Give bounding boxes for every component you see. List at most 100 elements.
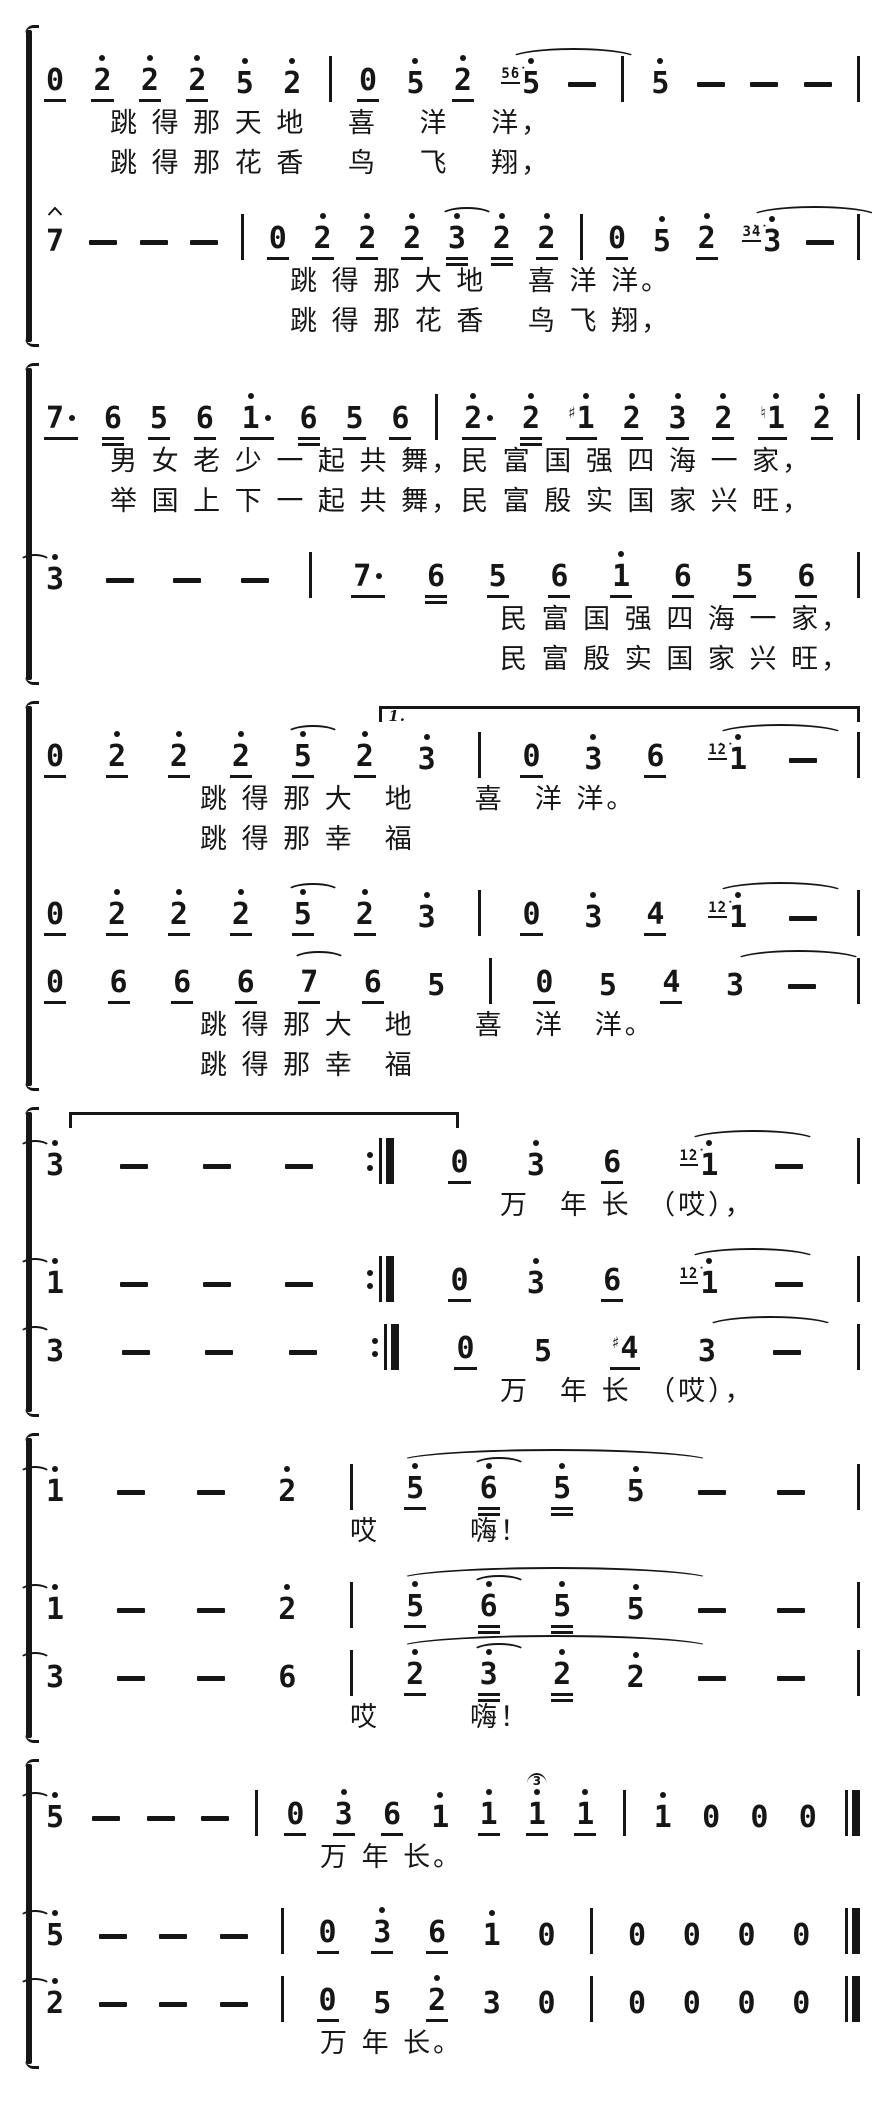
lyric-line: 哎 嗨！ <box>110 1516 530 1547</box>
duration-dash-icon <box>789 758 818 763</box>
note-number: 2 <box>358 213 377 256</box>
note: 2 <box>520 393 543 446</box>
rest-note: 0 <box>536 1989 558 2022</box>
octave-dot-icon <box>423 734 430 740</box>
note: 1̇2̇1 <box>678 1248 817 1302</box>
note-number: 0 <box>683 1989 701 2019</box>
octave-dot-icon <box>361 731 368 737</box>
note-digit: 2 <box>522 401 541 436</box>
octave-dot-icon <box>361 889 368 895</box>
lyric-line: 跳 得 那 花 香 鸟 飞 翔， <box>110 306 672 337</box>
note-number: 6 <box>391 404 409 434</box>
note-number: 5 <box>373 1989 391 2019</box>
note-number: 5 <box>627 1466 645 1507</box>
note-digit: 6 <box>550 559 569 594</box>
duration-dash-icon <box>202 1282 231 1287</box>
lyric-line: 跳 得 那 幸 福 <box>110 1050 415 1081</box>
note: 6 <box>471 1457 526 1516</box>
tie-right-icon <box>705 1316 835 1338</box>
note-digit: 5 <box>488 559 507 594</box>
note-number: 1 <box>729 734 747 775</box>
duration-dash-icon <box>190 240 219 245</box>
note-number: 3 <box>584 892 602 933</box>
note-number: 5 <box>522 58 541 101</box>
note-digit: 5 <box>46 1918 65 1953</box>
note-number: 0 <box>46 968 64 998</box>
note-number: 1 <box>576 1789 594 1830</box>
lyric-line: 跳 得 那 天 地 喜 洋 洋， <box>110 108 552 139</box>
barline-icon <box>255 1790 259 1836</box>
note-digit: 0 <box>46 897 65 932</box>
note-number: 2 <box>698 213 716 254</box>
note: 6 <box>101 404 125 446</box>
lyric-line: 民 富 殷 实 国 家 兴 旺， <box>110 644 852 675</box>
rest-note: 0 <box>735 1921 757 1954</box>
note-number: 5 <box>406 58 425 99</box>
note: ♯1 <box>565 393 597 440</box>
note-number: 6 <box>550 562 568 592</box>
grace-notes: 1̇2̇ <box>708 742 728 760</box>
note-number: 2 <box>231 889 250 932</box>
note: 2 <box>19 1978 66 2022</box>
octave-dot-icon <box>773 393 780 399</box>
note-digit: 3 <box>479 1657 498 1692</box>
note: 2 <box>695 213 718 260</box>
lyric-line: 跳 得 那 大 地 喜 洋 洋。 <box>110 784 637 815</box>
rest-note: 0 <box>44 897 67 936</box>
note: 6 <box>601 1148 624 1184</box>
note-number: 6 <box>383 1800 401 1830</box>
note-digit: 2 <box>107 739 126 774</box>
note-number: 2 <box>170 731 188 772</box>
note: 5 <box>733 562 756 598</box>
note-number: 1 <box>767 393 785 434</box>
octave-dot-icon <box>175 731 182 737</box>
note: 2 <box>311 213 334 260</box>
note-number: 2 <box>314 213 332 254</box>
rest-note: 0 <box>797 1803 819 1836</box>
note-number: 0 <box>286 1800 304 1830</box>
note-digit: 2 <box>622 401 641 436</box>
octave-dot-icon <box>485 1789 492 1795</box>
barline-icon <box>280 1976 284 2022</box>
note: 3̇4̇3 <box>740 206 872 260</box>
note-number: 3 <box>418 892 436 933</box>
octave-dot-icon <box>590 734 597 740</box>
octave-dot-icon <box>412 1649 419 1655</box>
note: 2 <box>353 731 376 778</box>
note-digit: 2 <box>428 1983 447 2018</box>
note-digit: 2 <box>358 221 377 256</box>
octave-dot-icon <box>340 1789 347 1795</box>
barline-icon <box>308 552 312 598</box>
note-number: 5 <box>150 404 168 434</box>
note-digit: 3 <box>526 1266 545 1301</box>
note: 6 <box>389 404 412 440</box>
octave-dot-icon <box>459 55 466 61</box>
note-number: 5 <box>735 562 753 592</box>
note-digit: 2 <box>355 897 374 932</box>
note-digit: 5 <box>522 66 541 101</box>
note-number: 7 <box>46 404 64 434</box>
note: 3 <box>696 1316 835 1370</box>
note-number: 1 <box>431 1792 449 1833</box>
rest-note: 0 <box>606 224 629 260</box>
note-number: 5 <box>489 562 507 592</box>
rest-note: 0 <box>284 1800 307 1836</box>
barline-thin-icon <box>379 1256 383 1302</box>
note-digit: 2 <box>231 897 250 932</box>
octave-dot-icon <box>735 892 742 898</box>
note-digit: 5 <box>235 66 254 101</box>
note-digit: 1 <box>479 1797 498 1832</box>
rest-note: 0 <box>536 1921 558 1954</box>
octave-dot-icon <box>52 1140 59 1146</box>
note: 3 <box>481 1989 503 2022</box>
note-number: 3 <box>526 1258 545 1301</box>
note-digit: 0 <box>537 1918 556 1953</box>
note: 2 <box>356 213 379 260</box>
note-number: 1 <box>46 1584 64 1625</box>
rest-note: 0 <box>533 968 556 1004</box>
